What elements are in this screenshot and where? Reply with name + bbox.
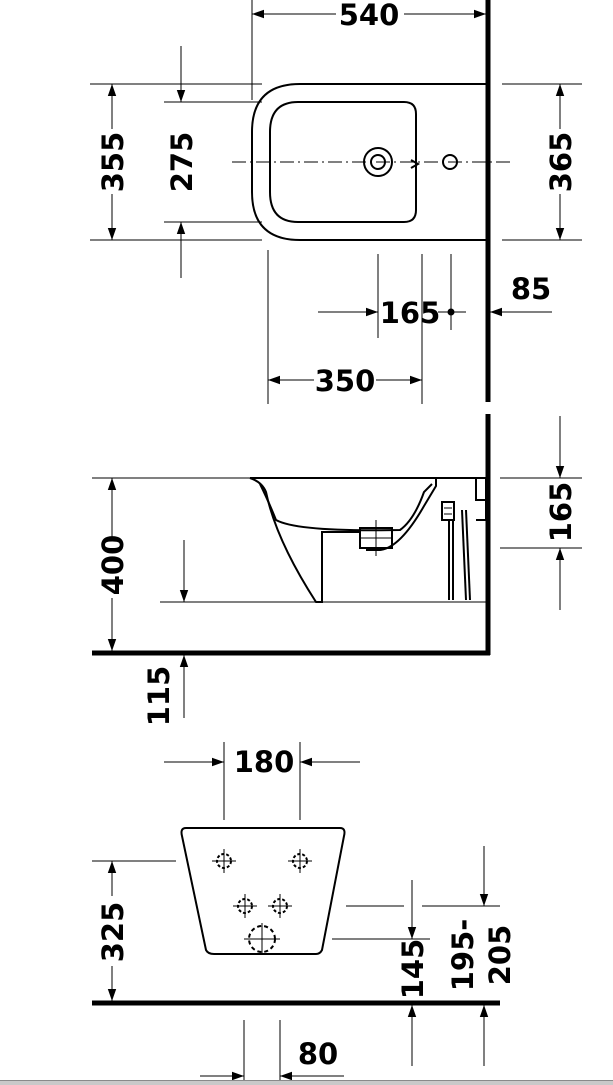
front-view: 180 325 145 195- 205 80 <box>92 742 517 1082</box>
dim-fixing-to-wall: 350 <box>315 364 376 398</box>
dim-top-width: 540 <box>339 0 400 32</box>
side-view: 400 115 165 <box>92 414 582 726</box>
tap-fixture-side <box>434 477 488 521</box>
dim-depth-outer-right: 365 <box>544 132 578 193</box>
dim-fixing-spacing: 180 <box>234 745 295 779</box>
bidet-profile-side <box>249 477 437 603</box>
supply-hole-2 <box>268 894 292 918</box>
dim-waste-height-side: 165 <box>544 482 578 543</box>
bidet-outline-front <box>180 827 346 955</box>
drain-inner <box>370 154 386 170</box>
top-view: 540 355 275 365 165 85 350 <box>90 0 582 404</box>
dim-depth-outer-left: 355 <box>96 132 130 193</box>
overflow-slot <box>410 159 421 169</box>
bidet-basin-top <box>269 101 417 223</box>
dim-waste-range-line2: 205 <box>483 925 517 986</box>
dim-depth-inner: 275 <box>165 132 199 193</box>
drain-outer <box>363 147 393 177</box>
supply-hole-1 <box>233 894 257 918</box>
mounting-plate <box>441 501 455 521</box>
waste-outlet-side <box>359 527 393 549</box>
dim-wall-offset: 85 <box>511 272 551 306</box>
tap-hole <box>442 154 458 170</box>
waste-hole <box>244 923 280 955</box>
dim-rim-height: 400 <box>96 535 130 596</box>
dim-waste-height-front: 145 <box>396 939 430 1000</box>
dim-front-height: 325 <box>96 902 130 963</box>
fixing-hole-2 <box>288 849 312 873</box>
dim-bolt-offset: 80 <box>298 1037 338 1071</box>
dim-waste-range-line1: 195- <box>446 919 480 992</box>
fixing-hole-1 <box>212 849 236 873</box>
dim-floor-gap: 115 <box>142 666 176 727</box>
dim-tap-to-wall: 165 <box>380 296 441 330</box>
window-bottom-edge <box>0 1080 613 1085</box>
bidet-inner-side <box>259 483 433 532</box>
